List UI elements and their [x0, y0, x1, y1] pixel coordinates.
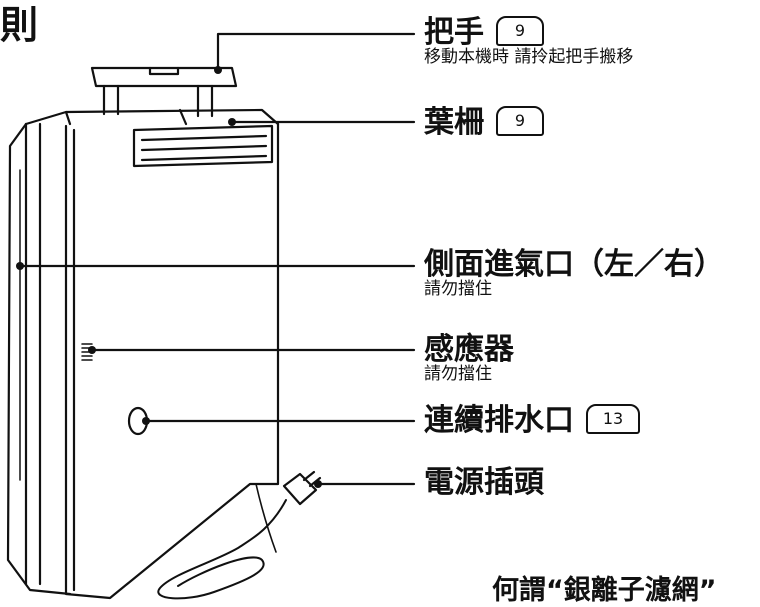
- callout-drain: 連續排水口 13: [424, 403, 640, 438]
- callout-subtitle: 請勿擋住: [424, 364, 492, 384]
- front-panel: [64, 122, 280, 600]
- callout-title: 側面進氣口（左／右）: [424, 247, 724, 282]
- page-ref-badge: 13: [586, 403, 640, 434]
- page-ref-badge: 9: [496, 15, 544, 46]
- callout-title: 感應器: [424, 332, 514, 367]
- unit-top: [24, 108, 280, 126]
- section-title-fragment: 則: [0, 3, 38, 47]
- callout-side-intake: 側面進氣口（左／右） 請勿擋住: [424, 248, 724, 299]
- page-ref-badge: 9: [496, 105, 544, 136]
- leader-handle: [216, 32, 416, 72]
- callout-title: 葉柵: [424, 105, 484, 140]
- callout-power-plug: 電源插頭: [424, 466, 544, 500]
- handle-grip: [90, 66, 238, 88]
- footer-heading: 何謂“銀離子濾網”: [492, 575, 717, 606]
- side-panel-left: [6, 122, 72, 596]
- power-plug: [282, 470, 322, 506]
- callout-title: 電源插頭: [424, 465, 544, 500]
- callout-title: 連續排水口: [424, 403, 574, 438]
- callout-title: 把手: [424, 15, 484, 50]
- callout-louver: 葉柵 9: [424, 105, 544, 140]
- power-cord: [157, 499, 287, 600]
- callout-subtitle: 請勿擋住: [424, 279, 492, 299]
- callout-sensor: 感應器 請勿擋住: [424, 333, 514, 384]
- louver: [132, 124, 274, 168]
- callout-subtitle: 移動本機時 請拎起把手搬移: [424, 47, 634, 67]
- handle-post-left: [102, 84, 120, 116]
- sensor: [81, 343, 93, 361]
- callout-handle: 把手 9 移動本機時 請拎起把手搬移: [424, 15, 634, 67]
